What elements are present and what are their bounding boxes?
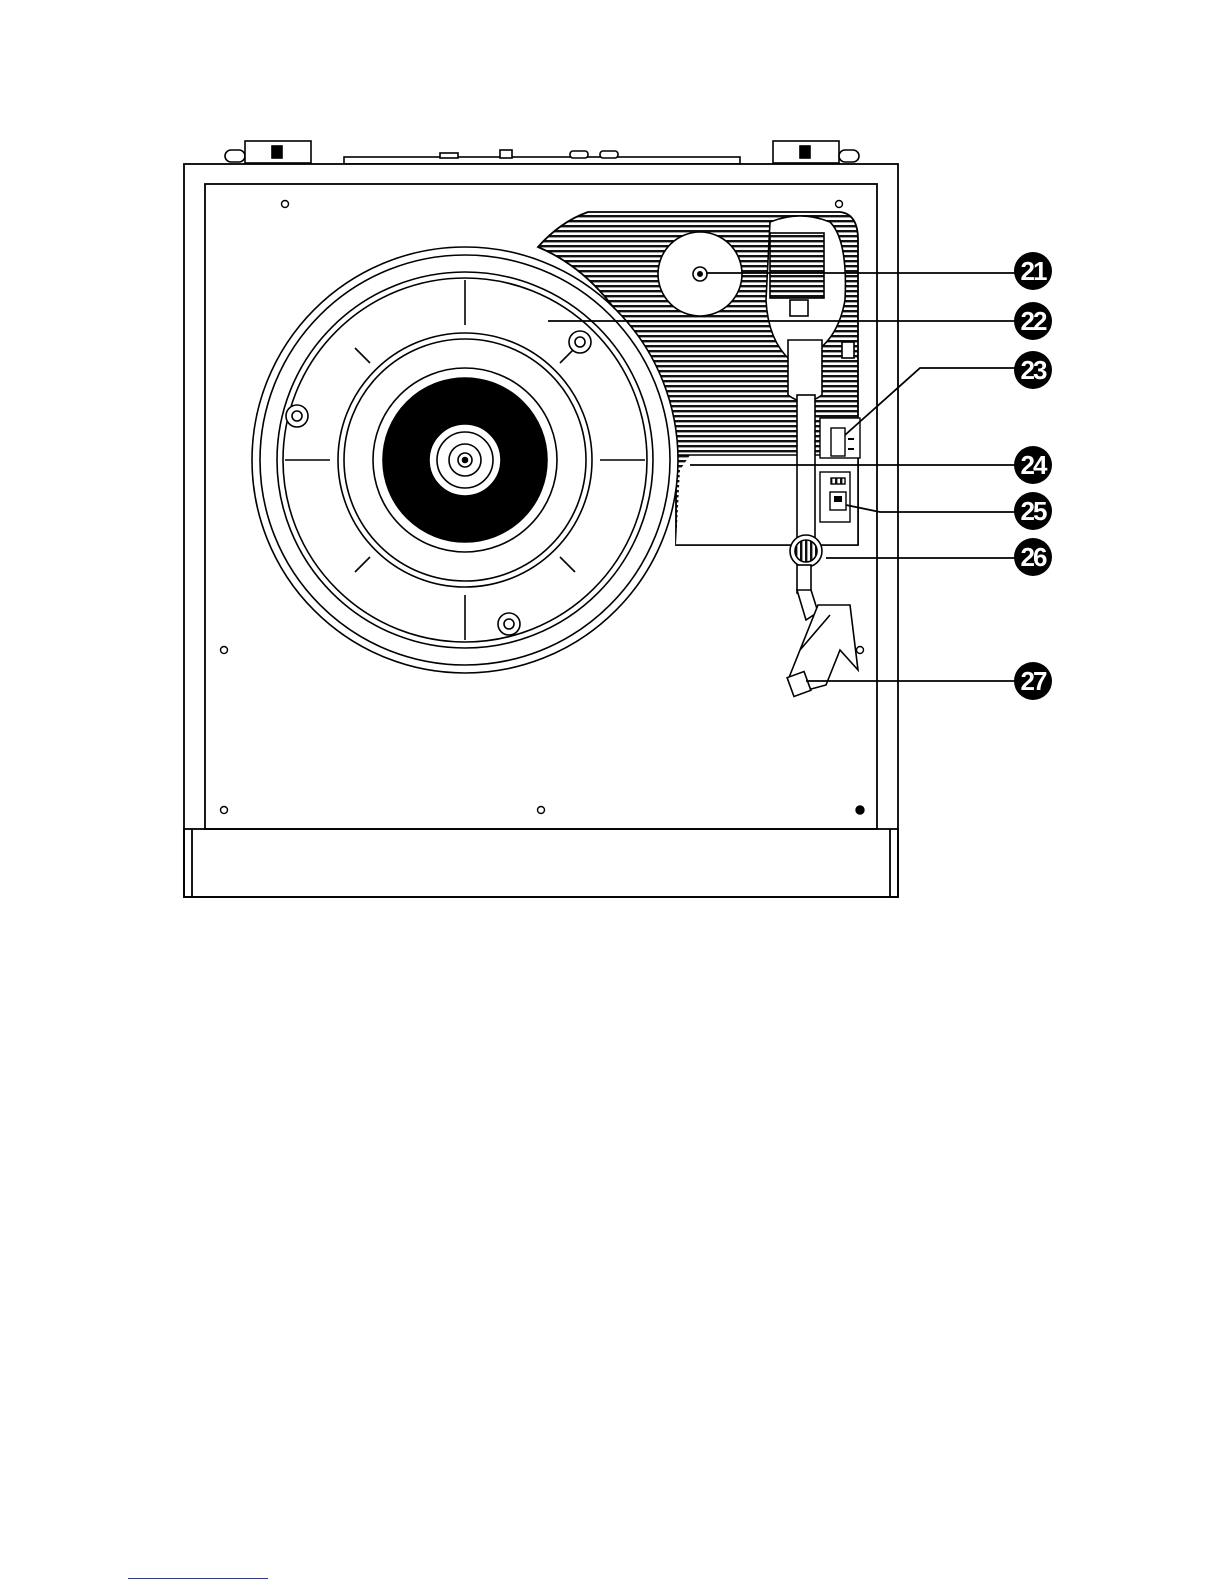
screw-icon (836, 201, 843, 208)
footnote-separator (128, 1578, 268, 1579)
callout-23: 23 (1014, 351, 1052, 389)
pitch-knob (658, 232, 742, 316)
callout-26: 26 (1014, 538, 1052, 576)
screw-icon (538, 807, 545, 814)
svg-text:23: 23 (1021, 355, 1047, 385)
svg-text:26: 26 (1021, 542, 1047, 572)
callout-24: 24 (1014, 446, 1052, 484)
speed-switch (820, 418, 860, 458)
auto-stop-switch (820, 472, 850, 522)
callout-badges: 21 22 23 24 25 26 27 (1014, 252, 1052, 700)
rear-hardware (225, 141, 859, 164)
svg-text:21: 21 (1021, 256, 1047, 286)
screw-icon (282, 201, 289, 208)
callout-21: 21 (1014, 252, 1052, 290)
svg-text:27: 27 (1021, 666, 1047, 696)
callout-25: 25 (1014, 492, 1052, 530)
platter (252, 247, 678, 673)
svg-text:24: 24 (1021, 450, 1048, 480)
svg-text:25: 25 (1021, 496, 1047, 526)
screw-icon (221, 647, 228, 654)
svg-text:22: 22 (1021, 306, 1047, 336)
callout-22: 22 (1014, 302, 1052, 340)
callout-27: 27 (1014, 662, 1052, 700)
screw-icon (856, 806, 864, 814)
arm-rest (842, 342, 854, 358)
screw-icon (221, 807, 228, 814)
screw-icon (857, 647, 864, 654)
